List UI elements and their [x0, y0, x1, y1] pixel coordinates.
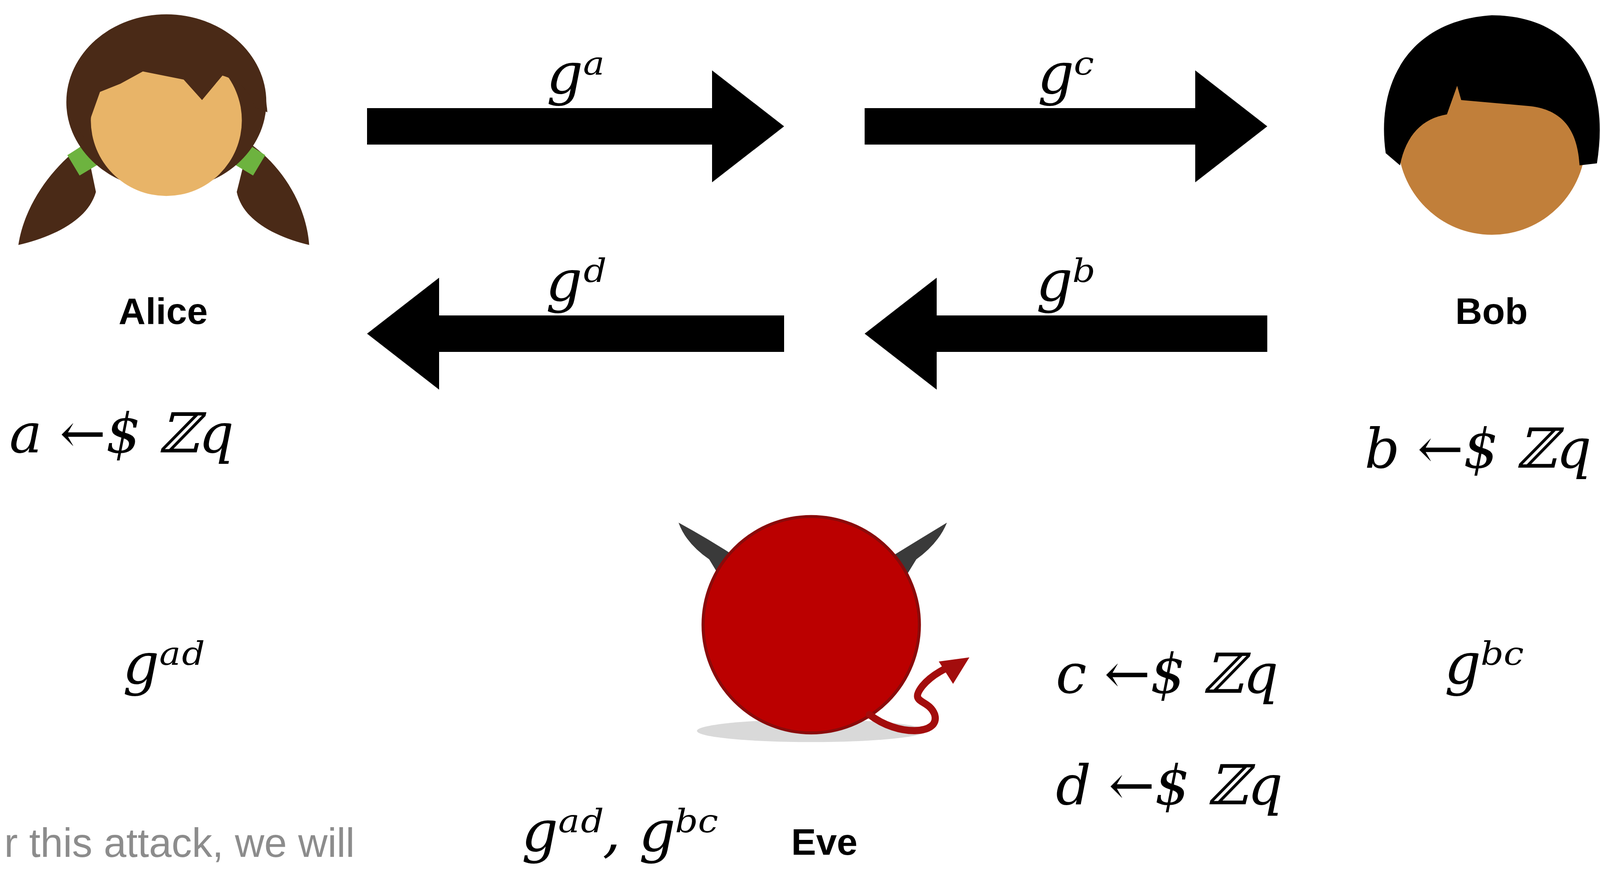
message-label: gᶜ — [1037, 44, 1095, 103]
person-name: Alice — [118, 289, 208, 333]
math-expression: gᵃᵈ, gᵇᶜ — [521, 802, 719, 860]
math-expression: b ←$ ℤq — [1364, 417, 1592, 481]
alice-figure — [18, 14, 309, 245]
tail — [869, 663, 958, 731]
devil-body — [703, 516, 920, 733]
math-expression: c ←$ ℤq — [1055, 642, 1279, 706]
bangs — [67, 15, 268, 138]
figure-node: Bob — [1267, 8, 1594, 340]
figure-node: Alice — [12, 8, 368, 340]
math-expression: gᵃᵈ — [122, 634, 204, 693]
tail-tip — [938, 656, 970, 684]
message-label: gᵃ — [546, 44, 605, 103]
slide-text: r this attack, we will — [4, 819, 355, 866]
person-name: Eve — [791, 820, 858, 863]
message-label: gᵈ — [545, 252, 606, 310]
hair — [1383, 15, 1600, 166]
eve-figure — [678, 516, 970, 742]
bob-figure — [1383, 15, 1600, 235]
math-expression: d ←$ ℤq — [1055, 753, 1283, 818]
person-name: Bob — [1455, 289, 1528, 333]
message-label: gᵇ — [1036, 252, 1096, 310]
math-expression: gᵇᶜ — [1444, 634, 1525, 693]
math-expression: a ←$ ℤq — [9, 401, 234, 466]
figure-node: Eve — [784, 63, 865, 867]
